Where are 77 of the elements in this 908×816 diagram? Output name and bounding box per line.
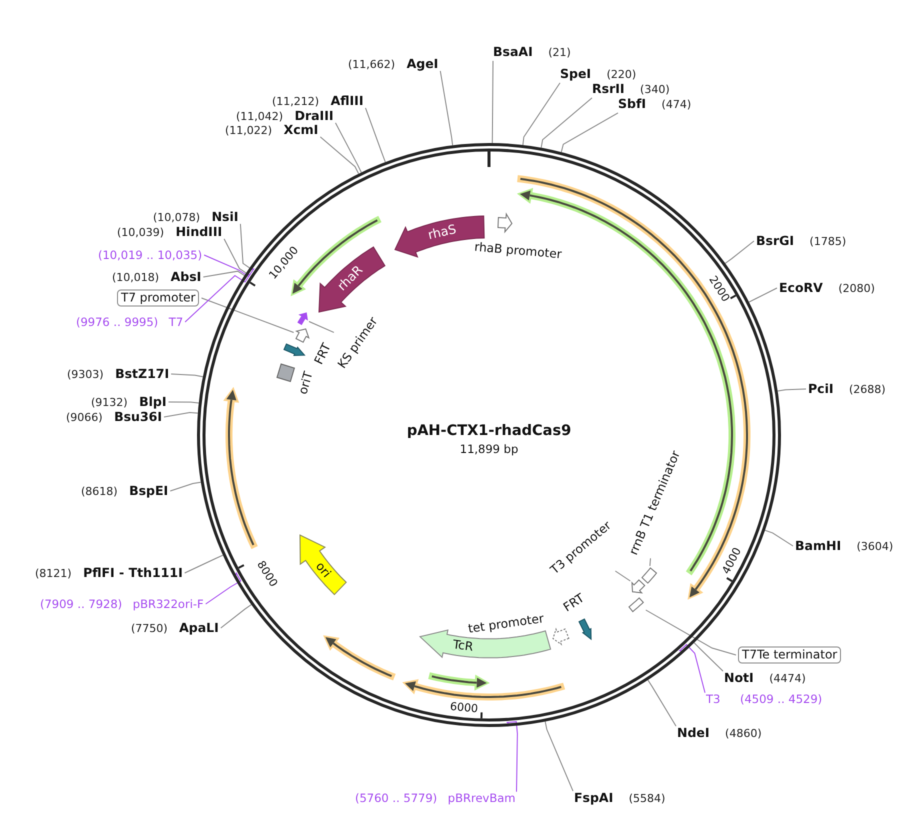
feature-label: oriT <box>296 370 317 396</box>
leader-line <box>202 270 245 278</box>
leader-line <box>170 374 204 378</box>
leader-line <box>308 321 334 333</box>
restriction-site-label: RsrII (340) <box>592 81 670 97</box>
leader-line <box>170 482 202 492</box>
restriction-site-label: (8121) PflFI - Tth111I <box>35 565 183 581</box>
feature-label: FRT <box>312 340 334 368</box>
sequence-length: 11,899 bp <box>460 442 518 456</box>
leader-line <box>540 97 592 148</box>
restriction-site-label: (10,039) HindIII <box>117 224 222 240</box>
leader-line <box>777 388 806 392</box>
primer-label: T3 (4509 .. 4529) <box>706 692 822 706</box>
feature-label: T7 promoter <box>117 290 200 306</box>
feature-label: rhaB promoter <box>474 240 562 263</box>
restriction-site-label: PciI (2688) <box>808 381 886 397</box>
leader-line <box>492 60 494 144</box>
primer-label: (7909 .. 7928) pBR322ori-F <box>40 596 204 612</box>
leader-line <box>204 254 255 278</box>
leader-line <box>240 223 250 268</box>
leader-line <box>614 570 631 582</box>
restriction-site-label: (11,212) AflIII <box>272 93 364 109</box>
leader-line <box>645 610 736 656</box>
restriction-site-label: SpeI (220) <box>560 66 636 82</box>
leader-line <box>184 554 224 574</box>
leader-line <box>522 82 560 146</box>
restriction-site-label: (11,022) XcmI <box>225 122 318 138</box>
leader-line <box>560 112 618 153</box>
restriction-site-label: (7750) ApaLI <box>131 620 219 636</box>
leader-line <box>335 122 362 173</box>
leader-line <box>220 604 252 628</box>
leader-line <box>205 572 242 604</box>
leader-line <box>168 402 200 404</box>
leader-line <box>201 298 294 333</box>
leader-line <box>724 240 754 264</box>
primer-label: (5760 .. 5779) pBRrevBam <box>355 790 516 806</box>
restriction-site-label: (10,078) NsiI <box>153 209 238 225</box>
leader-line <box>440 70 454 146</box>
restriction-site-label: (9132) BlpI <box>91 394 166 410</box>
restriction-site-label: BsaAI (21) <box>493 44 571 60</box>
tick-label: 4000 <box>720 545 745 576</box>
restriction-site-label: NdeI (4860) <box>677 725 762 741</box>
restriction-site-label: BamHI (3604) <box>795 538 894 554</box>
feature-label: tet promoter <box>467 611 545 637</box>
restriction-site-label: SbfI (474) <box>618 96 692 112</box>
tick-label: 6000 <box>450 700 479 716</box>
leader-line <box>649 558 651 566</box>
restriction-site-label: (11,662) AgeI <box>348 56 438 72</box>
leader-line <box>164 412 198 418</box>
leader-line <box>544 721 574 792</box>
leader-line <box>748 288 778 303</box>
restriction-site-label: NotI (4474) <box>724 670 806 686</box>
map-title: pAH-CTX1-rhadCas9 <box>406 422 572 440</box>
feature-label: T7Te terminator <box>738 646 842 664</box>
restriction-site-label: FspAI (5584) <box>574 790 666 806</box>
leader-line <box>764 530 794 546</box>
leader-line <box>647 680 676 727</box>
leader-line <box>678 644 706 694</box>
leader-line <box>694 642 724 672</box>
leader-line <box>320 136 360 174</box>
restriction-site-label: (8618) BspEI <box>81 483 168 499</box>
restriction-site-label: (11,042) DraIII <box>236 108 334 124</box>
leader-line <box>365 107 386 162</box>
feature-label: FRT <box>560 590 588 616</box>
restriction-site-label: (9303) BstZ17I <box>67 366 170 382</box>
feature-label: TcR <box>452 638 474 656</box>
feature-label: rhaS <box>426 222 458 244</box>
restriction-site-label: (9066) Bsu36I <box>66 409 162 425</box>
restriction-site-label: EcoRV (2080) <box>779 280 875 296</box>
feature-label: ori <box>312 558 334 580</box>
leader-line <box>224 238 247 274</box>
leader-line <box>506 721 518 792</box>
primer-label: (10,019 .. 10,035) <box>98 248 202 262</box>
primer-label: (9976 .. 9995) T7 <box>76 314 184 330</box>
restriction-site-label: (10,018) AbsI <box>112 269 202 285</box>
leader-line <box>184 274 252 322</box>
restriction-site-label: BsrGI (1785) <box>756 233 846 249</box>
